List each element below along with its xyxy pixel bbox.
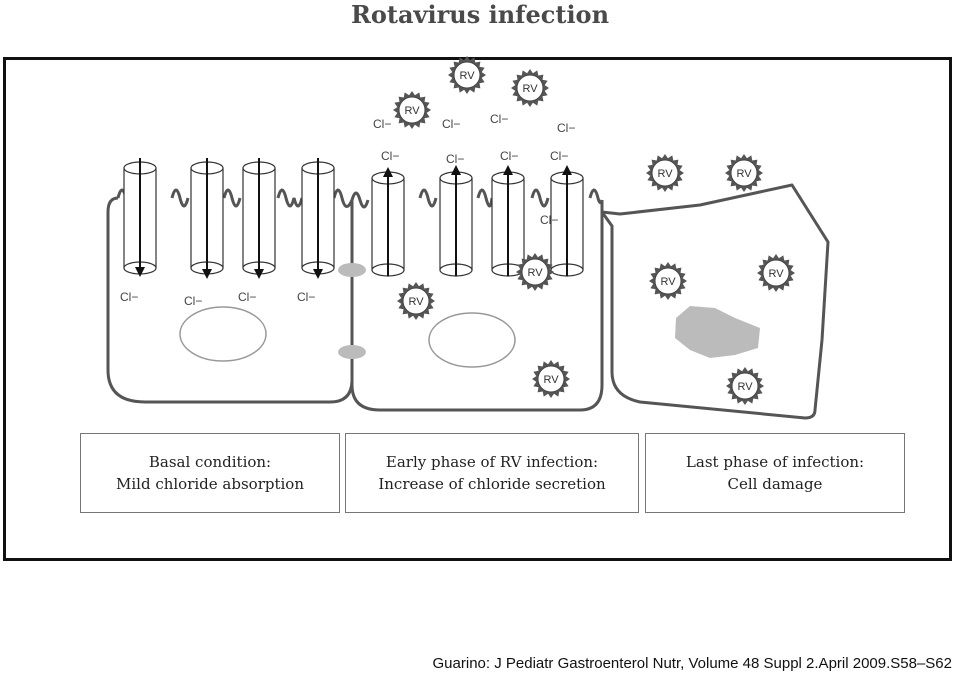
caption-basal-line1: Basal condition: bbox=[148, 453, 272, 471]
chloride-label: Cl− bbox=[373, 117, 391, 131]
basal-cell-nucleus bbox=[179, 306, 267, 362]
early-cell-microvilli bbox=[350, 188, 604, 209]
chloride-label: Cl− bbox=[184, 294, 202, 308]
basal-cell bbox=[106, 196, 354, 404]
chloride-label: Cl− bbox=[550, 149, 568, 163]
rotavirus-label: RV bbox=[737, 381, 753, 393]
caption-basal-line2: Mild chloride absorption bbox=[116, 475, 304, 493]
early-cell-nucleus bbox=[428, 312, 516, 368]
rotavirus-particle: RV bbox=[649, 262, 687, 300]
secretion-channel-4 bbox=[550, 165, 584, 277]
rotavirus-label: RV bbox=[522, 83, 538, 95]
citation: Guarino: J Pediatr Gastroenterol Nutr, V… bbox=[432, 655, 952, 672]
rotavirus-label: RV bbox=[768, 268, 784, 280]
rotavirus-particle: RV bbox=[646, 154, 684, 192]
caption-last-line2: Cell damage bbox=[727, 475, 823, 493]
chloride-labels: Cl− Cl− Cl− Cl− Cl− Cl− Cl− Cl− Cl− Cl− … bbox=[120, 112, 575, 308]
figure-title: Rotavirus infection bbox=[350, 0, 610, 29]
absorption-channel-1 bbox=[123, 158, 157, 277]
secretion-channel-3 bbox=[491, 165, 525, 277]
rotavirus-label: RV bbox=[404, 105, 420, 117]
rotavirus-label: RV bbox=[527, 267, 543, 279]
caption-last-phase: Last phase of infection: Cell damage bbox=[645, 433, 905, 513]
absorption-channel-2 bbox=[190, 158, 224, 279]
rotavirus-particle: RV bbox=[516, 253, 554, 291]
chloride-label: Cl− bbox=[557, 121, 575, 135]
early-cell bbox=[350, 200, 604, 412]
rotavirus-label: RV bbox=[657, 168, 673, 180]
diagram-frame bbox=[3, 57, 952, 561]
rotavirus-particle: RV bbox=[757, 254, 795, 292]
chloride-label: Cl− bbox=[442, 117, 460, 131]
secretion-channel-1 bbox=[371, 167, 405, 277]
tight-junction-top bbox=[338, 263, 366, 277]
rotavirus-label: RV bbox=[408, 296, 424, 308]
secretion-channel-2 bbox=[439, 165, 473, 277]
rotavirus-label: RV bbox=[543, 374, 559, 386]
chloride-label: Cl− bbox=[446, 152, 464, 166]
caption-early-line1: Early phase of RV infection: bbox=[385, 453, 599, 471]
caption-basal-condition: Basal condition: Mild chloride absorptio… bbox=[80, 433, 340, 513]
rotavirus-particle: RV bbox=[725, 154, 763, 192]
caption-early-phase: Early phase of RV infection: Increase of… bbox=[345, 433, 639, 513]
rotavirus-particle: RV bbox=[726, 367, 764, 405]
tight-junction-bottom bbox=[338, 345, 366, 359]
rotavirus-label: RV bbox=[660, 276, 676, 288]
rotavirus-label: RV bbox=[736, 168, 752, 180]
damaged-nucleus bbox=[675, 306, 760, 358]
rotavirus-particle: RV bbox=[397, 282, 435, 320]
chloride-label: Cl− bbox=[540, 213, 558, 227]
rotavirus-particle: RV bbox=[448, 56, 486, 94]
chloride-label: Cl− bbox=[500, 149, 518, 163]
rotavirus-label: RV bbox=[459, 70, 475, 82]
virus-particles: RV RV RV RV RV RV RV RV RV RV RV bbox=[393, 56, 795, 405]
chloride-label: Cl− bbox=[381, 149, 399, 163]
rotavirus-particle: RV bbox=[532, 360, 570, 398]
chloride-label: Cl− bbox=[490, 112, 508, 126]
rotavirus-particle: RV bbox=[393, 91, 431, 129]
absorption-channel-4 bbox=[301, 158, 335, 279]
caption-last-line1: Last phase of infection: bbox=[685, 453, 865, 471]
chloride-label: Cl− bbox=[238, 290, 256, 304]
absorption-channel-3 bbox=[242, 158, 276, 279]
chloride-label: Cl− bbox=[297, 290, 315, 304]
chloride-label: Cl− bbox=[120, 290, 138, 304]
rotavirus-particle: RV bbox=[511, 69, 549, 107]
damaged-cell bbox=[600, 183, 830, 420]
caption-early-line2: Increase of chloride secretion bbox=[378, 475, 606, 493]
